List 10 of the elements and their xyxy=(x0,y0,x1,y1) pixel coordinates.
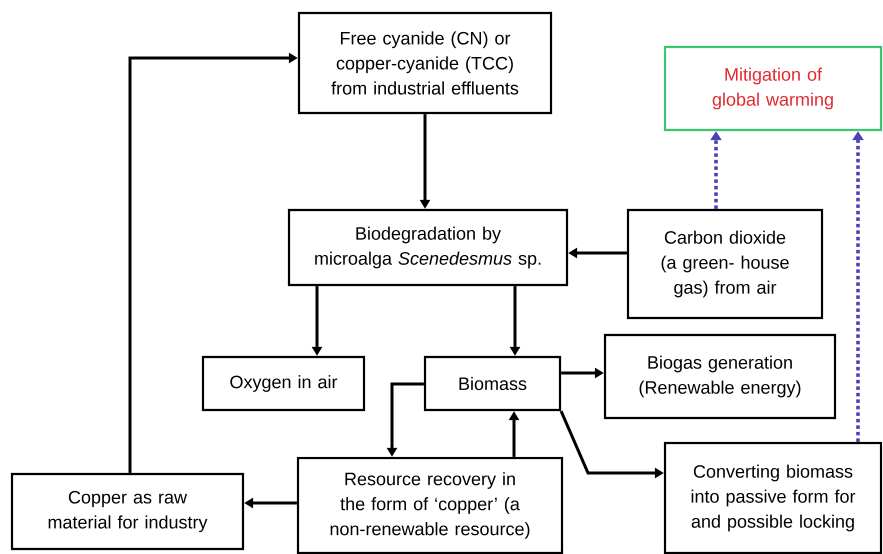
process-box: Biomass xyxy=(424,356,562,412)
process-box: Biodegradation by microalga Scenedesmus sp. xyxy=(288,208,568,286)
process-box: Resource recovery in the form of ‘copper’ (a non-renewable resource) xyxy=(296,456,564,554)
process-box: Converting biomass into passive form for and possible locking xyxy=(664,442,882,554)
process-box: Biogas generation (Renewable energy) xyxy=(604,334,836,420)
process-box: Carbon dioxide (a green- house gas) from air xyxy=(626,208,824,320)
process-box: Oxygen in air xyxy=(202,356,366,412)
process-box: Free cyanide (CN) or copper-cyanide (TCC) from industrial effluents xyxy=(298,12,552,114)
process-box: Copper as raw material for industry xyxy=(10,472,244,550)
process-box: Mitigation of global warming xyxy=(664,46,882,132)
